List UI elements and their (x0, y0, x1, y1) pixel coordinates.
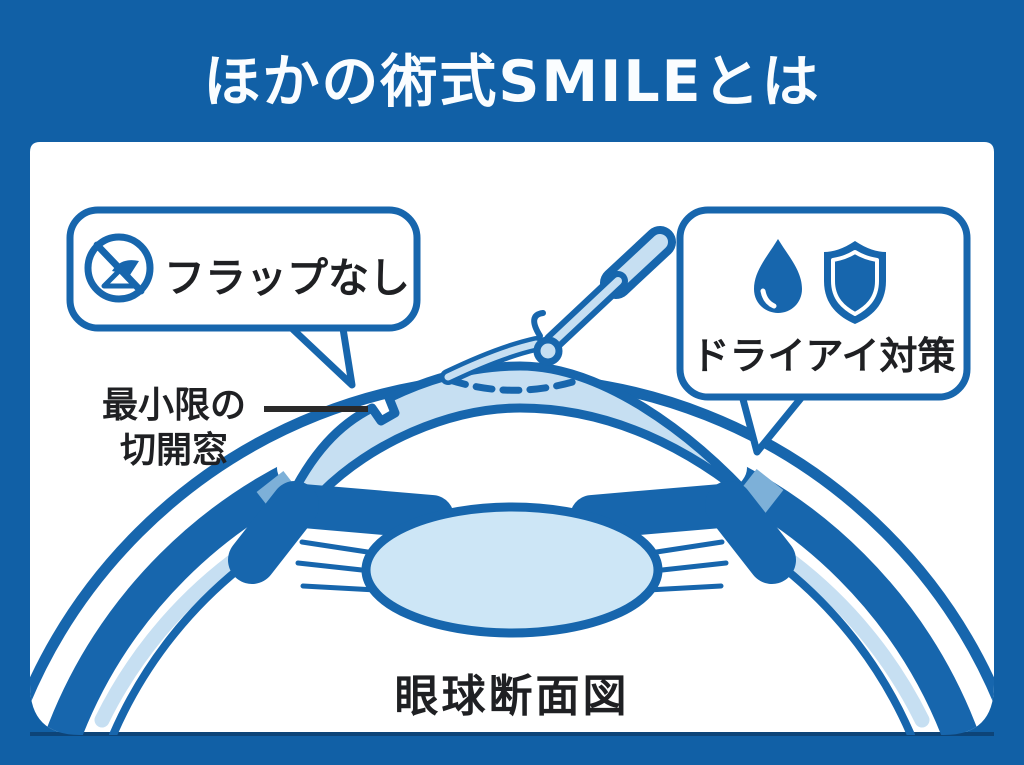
lenticule-curl (531, 310, 546, 339)
shield-icon (824, 241, 886, 324)
forceps-shaft-fill (549, 277, 622, 346)
zonule-fibers (295, 539, 729, 593)
lenticule-strip-fill (444, 340, 540, 381)
dry-eye-label: ドライアイ対策 (691, 334, 956, 378)
lens (361, 502, 663, 638)
no-flap-icon (84, 233, 154, 303)
forceps-tip (533, 336, 563, 366)
speech-bubble-right (676, 206, 971, 456)
lenticule-dashed-line (446, 376, 580, 394)
incision-label-line2: 切開窓 (119, 429, 228, 471)
incision-label: 最小限の 切開窓 (84, 384, 264, 473)
no-flap-label: フラップなし (164, 254, 410, 302)
incision-label-line1: 最小限の (101, 385, 246, 426)
forceps-instrument (440, 226, 676, 385)
speech-bubble-left (66, 206, 421, 389)
eye-anatomy-group (30, 226, 994, 735)
water-drop-icon (754, 239, 802, 313)
diagram-caption: 眼球断面図 (394, 671, 630, 722)
page-title: ほかの術式SMILEとは (203, 49, 821, 115)
iris (228, 481, 796, 584)
